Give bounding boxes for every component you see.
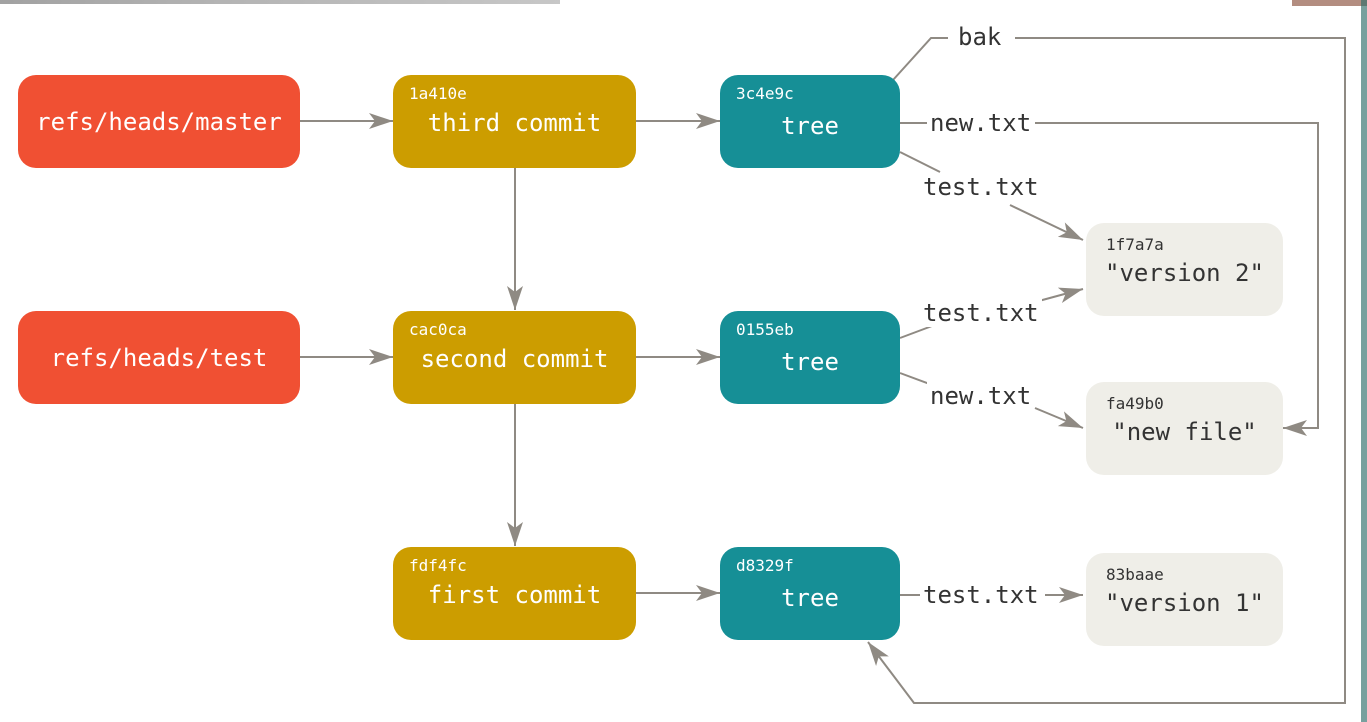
commit-first-label: first commit — [427, 581, 602, 609]
commit-third-hash: 1a410e — [409, 84, 467, 103]
tree-d8329f-hash: d8329f — [736, 556, 794, 575]
blob-83baae-hash: 83baae — [1106, 565, 1164, 584]
blob-fa49b0-label: "new file" — [1112, 418, 1257, 446]
edge-t2-test-a — [899, 325, 933, 339]
ref-master-label: refs/heads/master — [36, 107, 282, 136]
edge-bak-loop-right — [867, 37, 1346, 704]
tree-0155eb: 0155eb tree — [720, 311, 900, 404]
edge-label-t2-new: new.txt — [927, 382, 1035, 410]
blob-1f7a7a: 1f7a7a "version 2" — [1086, 223, 1283, 316]
blob-fa49b0: fa49b0 "new file" — [1086, 382, 1283, 475]
tree-3c4e9c: 3c4e9c tree — [720, 75, 900, 168]
corner-artifact — [1292, 0, 1367, 6]
edge-label-bak: bak — [955, 23, 1005, 51]
tree-d8329f-label: tree — [781, 584, 839, 612]
commit-second: cac0ca second commit — [393, 311, 636, 404]
blob-fa49b0-hash: fa49b0 — [1106, 394, 1164, 413]
edge-label-t3-test: test.txt — [920, 173, 1042, 201]
edge-t2-test-b — [1034, 287, 1084, 303]
ref-test-label: refs/heads/test — [50, 343, 268, 372]
edge-label-t2-test: test.txt — [920, 299, 1042, 327]
edge-t3-new-right — [1035, 122, 1319, 436]
edge-bak-loop — [892, 37, 948, 81]
edge-t3-test-a — [899, 151, 941, 173]
tree-3c4e9c-hash: 3c4e9c — [736, 84, 794, 103]
edge-t2-new-b — [1034, 407, 1084, 429]
tree-0155eb-hash: 0155eb — [736, 320, 794, 339]
ref-master: refs/heads/master — [18, 75, 300, 168]
blob-1f7a7a-hash: 1f7a7a — [1106, 235, 1164, 254]
blob-83baae: 83baae "version 1" — [1086, 553, 1283, 646]
edge-label-t1-test: test.txt — [920, 581, 1042, 609]
top-edge-artifact — [0, 0, 1367, 6]
ref-test: refs/heads/test — [18, 311, 300, 404]
commit-first: fdf4fc first commit — [393, 547, 636, 640]
blob-1f7a7a-label: "version 2" — [1105, 259, 1264, 287]
commit-third: 1a410e third commit — [393, 75, 636, 168]
edge-label-t3-new: new.txt — [927, 109, 1035, 137]
tree-0155eb-label: tree — [781, 348, 839, 376]
commit-second-hash: cac0ca — [409, 320, 467, 339]
tree-3c4e9c-label: tree — [781, 112, 839, 140]
right-edge-artifact — [1361, 0, 1367, 722]
commit-third-label: third commit — [427, 109, 602, 137]
commit-second-label: second commit — [420, 345, 609, 373]
commit-first-hash: fdf4fc — [409, 556, 467, 575]
blob-83baae-label: "version 1" — [1105, 589, 1264, 617]
edge-t3-test-b — [1009, 204, 1084, 241]
tree-d8329f: d8329f tree — [720, 547, 900, 640]
